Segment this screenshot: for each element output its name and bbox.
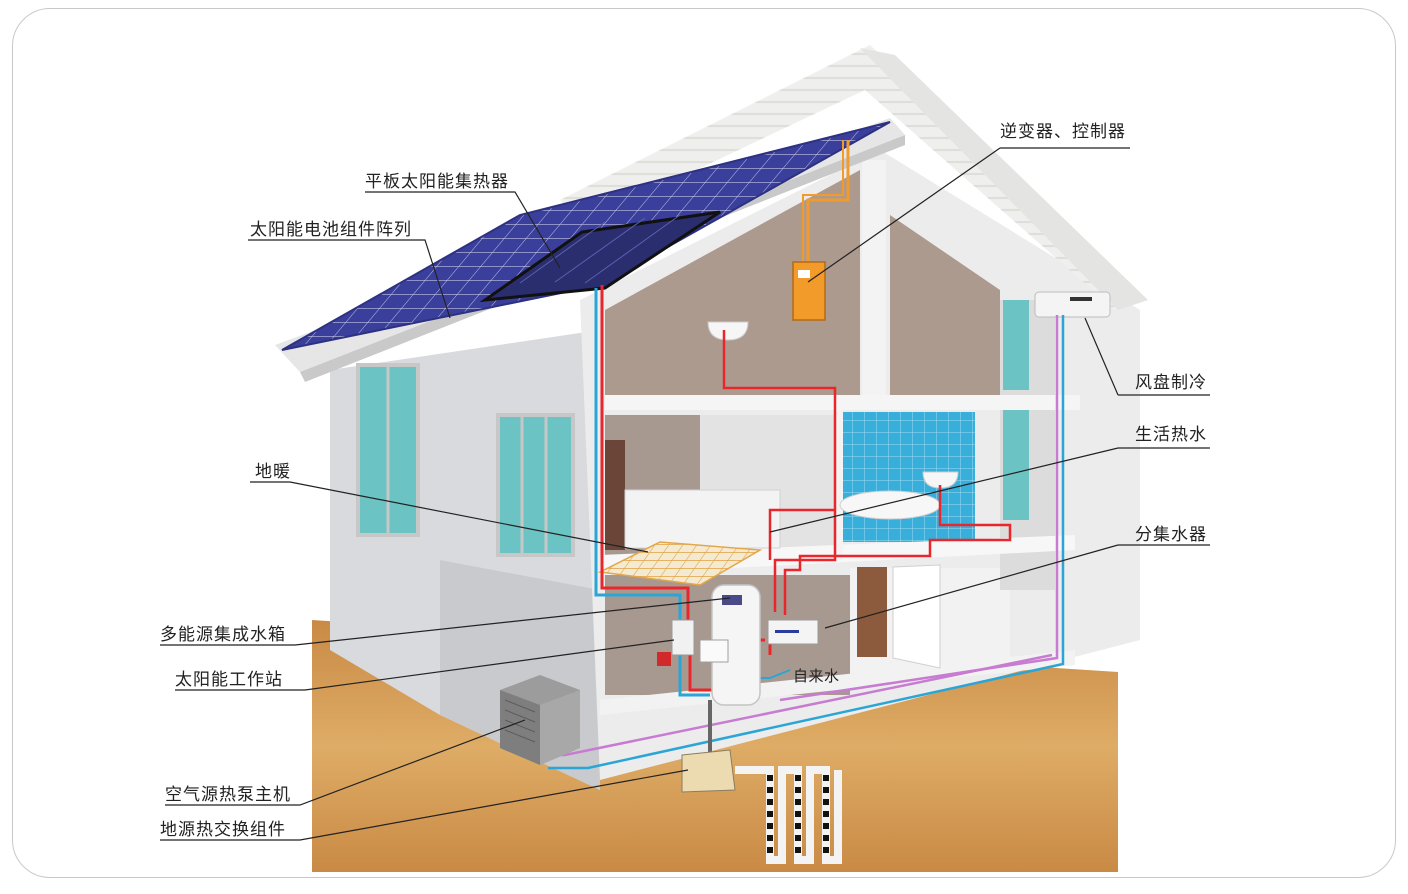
label-floor-heating: 地暖	[255, 462, 291, 482]
label-ground-exchanger: 地源热交换组件	[160, 820, 286, 840]
leader-lines	[160, 147, 1210, 841]
fan-coil-unit	[1034, 291, 1111, 318]
label-pv-array: 太阳能电池组件阵列	[250, 220, 412, 240]
label-fan-coil: 风盘制冷	[1135, 373, 1207, 393]
water-tank	[699, 584, 761, 706]
air-heat-pump	[500, 675, 580, 765]
label-air-pump: 空气源热泵主机	[165, 785, 291, 805]
label-manifold: 分集水器	[1135, 525, 1207, 545]
manifold	[767, 619, 819, 645]
ground-exchanger	[681, 749, 842, 864]
inverter-box	[792, 140, 850, 321]
label-tank: 多能源集成水箱	[160, 625, 286, 645]
solar-station	[657, 619, 695, 666]
label-inverter: 逆变器、控制器	[1000, 122, 1126, 142]
label-solar-station: 太阳能工作站	[175, 670, 283, 690]
label-hot-water: 生活热水	[1135, 425, 1207, 445]
flat-collector	[479, 210, 721, 303]
label-flat-collector: 平板太阳能集热器	[365, 172, 509, 192]
label-tap-water: 自来水	[793, 667, 840, 685]
floor-heating-grid	[597, 541, 763, 586]
